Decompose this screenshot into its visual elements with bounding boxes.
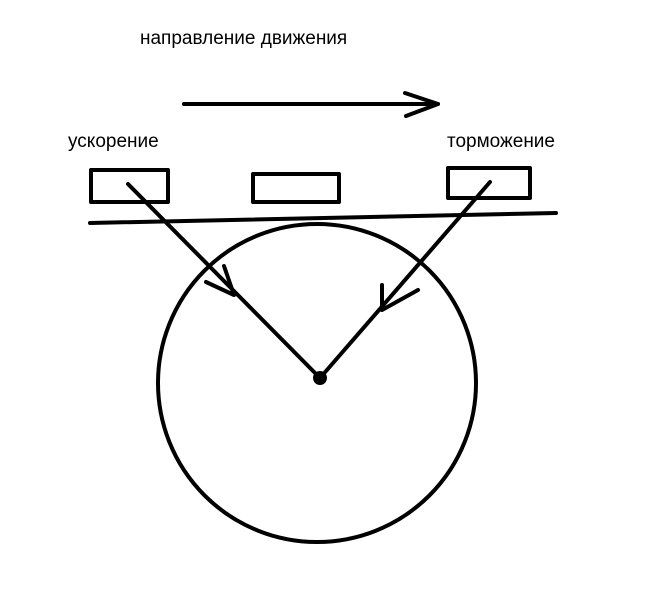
right-block [446, 166, 532, 200]
direction-title: направление движения [140, 28, 348, 49]
acceleration-force-arrow [126, 182, 322, 380]
acceleration-label: ускорение [68, 131, 159, 152]
braking-force-arrow [318, 180, 492, 380]
direction-arrow [182, 91, 440, 118]
wheel-circle [156, 222, 478, 544]
middle-block [251, 172, 341, 204]
wheel-center-dot [313, 371, 327, 385]
braking-label: торможение [447, 131, 555, 152]
left-block [89, 168, 170, 204]
